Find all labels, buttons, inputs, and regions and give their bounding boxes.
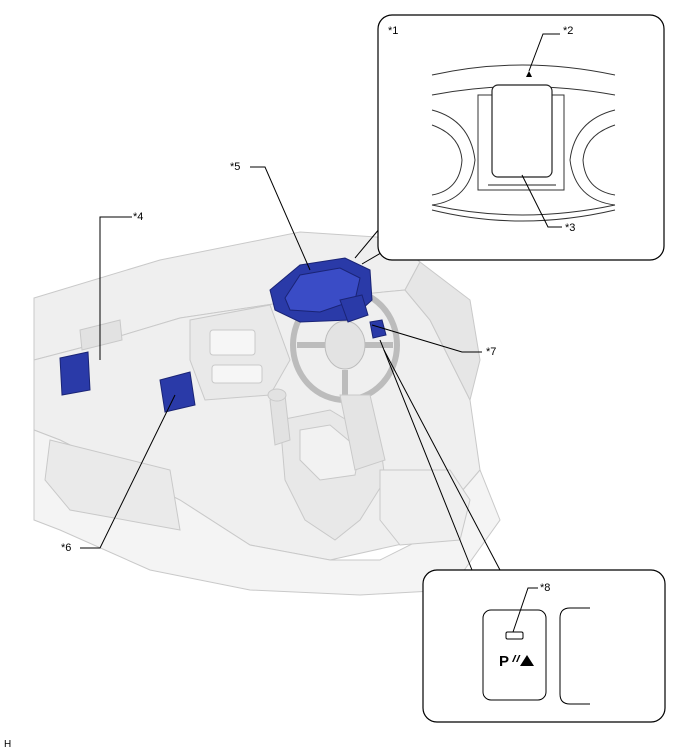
multi-information-display	[491, 84, 553, 178]
callout-1: *1	[388, 25, 398, 37]
leader-4	[99, 216, 132, 360]
leader-6	[80, 394, 176, 549]
leader-3	[521, 174, 562, 228]
leader-2	[528, 33, 560, 72]
parking-sensor-icon	[512, 655, 534, 666]
switch-detail-window: P *8	[422, 569, 666, 723]
indicator-triangle	[526, 71, 532, 77]
leader-7	[371, 324, 482, 353]
callout-8: *8	[540, 582, 550, 594]
figure-code: H	[4, 739, 12, 750]
leader-window2-b	[383, 349, 501, 571]
switch-indicator-light	[505, 631, 524, 640]
lower-ecu-highlight	[159, 371, 196, 413]
callout-4: *4	[133, 211, 143, 223]
callout-2: *2	[563, 25, 573, 37]
adjacent-switch-blank	[559, 607, 590, 705]
leader-8	[512, 587, 538, 633]
leader-5	[250, 166, 311, 271]
vehicle-interior-illustration	[33, 231, 501, 596]
left-ecu-highlight	[59, 351, 91, 396]
parking-assist-switch	[482, 609, 547, 701]
callout-7: *7	[486, 346, 496, 358]
leader-window1-a	[354, 227, 381, 259]
leader-lines	[80, 166, 501, 571]
callout-5: *5	[230, 161, 240, 173]
callout-6: *6	[61, 542, 71, 554]
meter-detail-window: *1 *2 *3	[377, 14, 665, 261]
callout-3: *3	[565, 222, 575, 234]
leader-window2-a	[379, 339, 473, 571]
switch-assembly-highlight	[339, 294, 387, 339]
parking-symbol-letter: P	[499, 653, 509, 670]
